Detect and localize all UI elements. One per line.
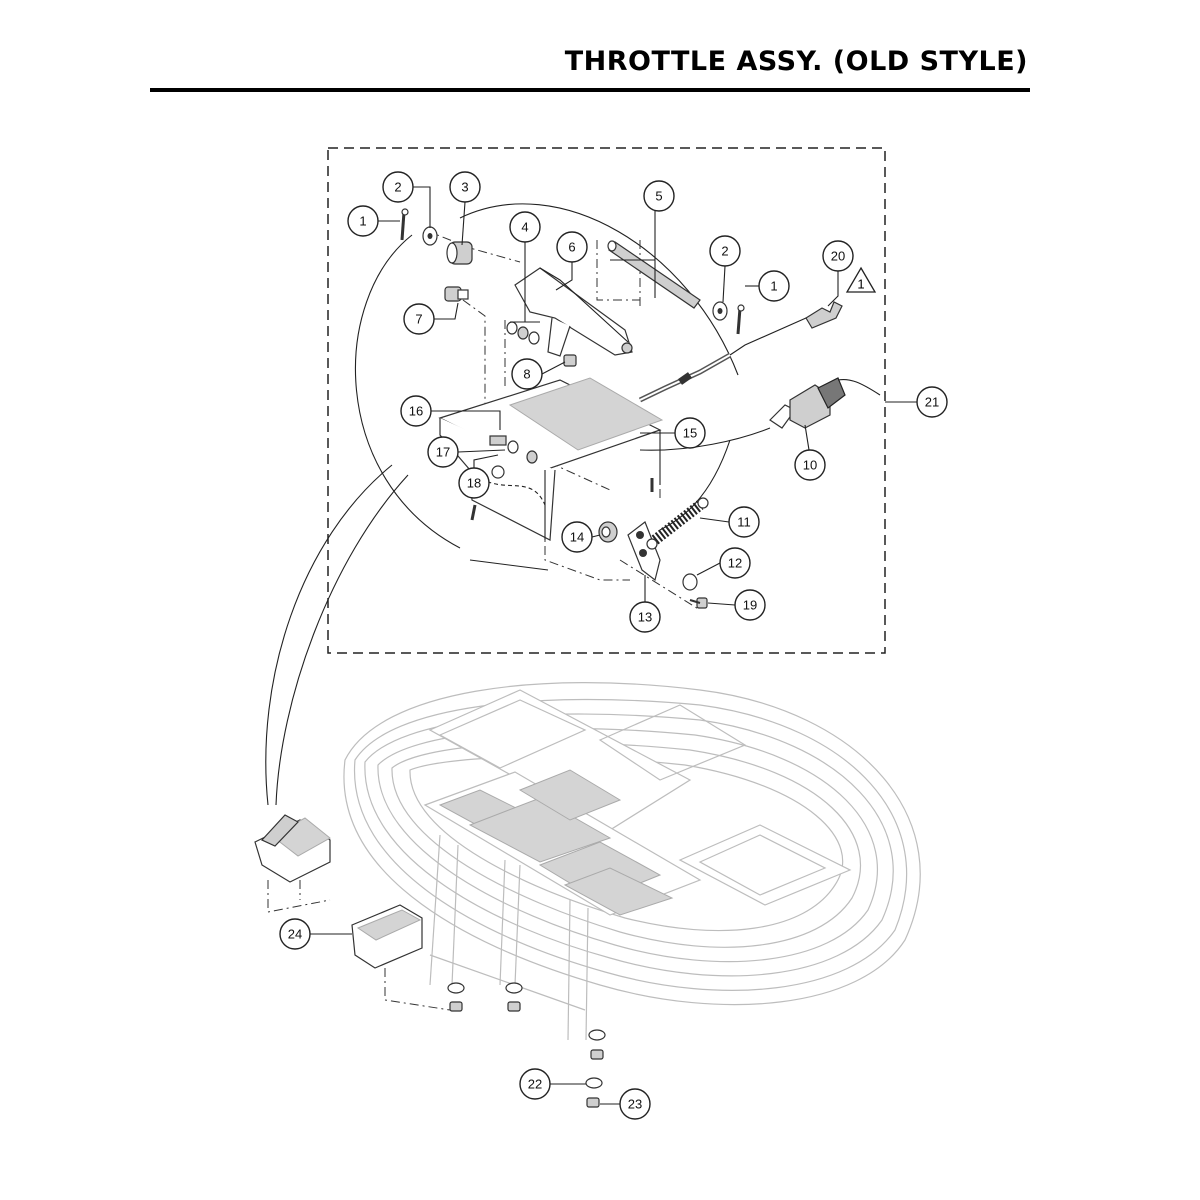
align-24 xyxy=(384,968,451,1011)
callout-21-label: 21 xyxy=(925,395,939,410)
callout-23: 23 xyxy=(619,1088,651,1120)
callout-15: 15 xyxy=(674,417,706,449)
throttle-cable-part-20 xyxy=(638,301,843,403)
bracket-part-13 xyxy=(627,521,661,582)
align-line-14 xyxy=(544,470,630,581)
callout-3: 3 xyxy=(449,171,481,203)
detail-swoop-outer xyxy=(265,464,393,806)
callout-4: 4 xyxy=(509,211,541,243)
detail-swoop-inner xyxy=(275,474,409,806)
retaining-ring-part-12 xyxy=(682,573,698,591)
callout-16: 16 xyxy=(400,395,432,427)
callout-1b-label: 1 xyxy=(770,279,777,294)
align-line-19 xyxy=(619,559,701,611)
callout-17-label: 17 xyxy=(436,445,450,460)
callout-3-label: 3 xyxy=(461,180,468,195)
washer-hole-b xyxy=(717,308,723,314)
cotter-pin-part-1b xyxy=(736,304,745,335)
callout-22: 22 xyxy=(519,1068,551,1100)
callout-18: 18 xyxy=(458,467,490,499)
chassis-frame xyxy=(343,682,921,1041)
callout-13-label: 13 xyxy=(638,610,652,625)
callout-19: 19 xyxy=(734,589,766,621)
page-title: THROTTLE ASSY. (OLD STYLE) xyxy=(564,46,1028,77)
detail-arc-bottom xyxy=(469,559,549,571)
callout-20-label: 20 xyxy=(831,249,845,264)
washer-hole xyxy=(427,233,433,239)
callout-2-label: 2 xyxy=(394,180,401,195)
bolt-washer-part-17-18 xyxy=(489,435,538,464)
detail-frame xyxy=(327,147,886,654)
pedal-assembly-location xyxy=(254,814,331,883)
pedal-arm-part-6 xyxy=(514,267,633,357)
align-pedal-1 xyxy=(267,880,331,913)
callout-2b: 2 xyxy=(709,235,741,267)
callout-1: 1 xyxy=(347,205,379,237)
callout-4-label: 4 xyxy=(521,220,528,235)
align-line-top xyxy=(424,229,521,263)
align-line-rod xyxy=(596,240,640,301)
callout-10-label: 10 xyxy=(803,458,817,473)
bushing-part-3 xyxy=(446,241,473,265)
screw-part-19 xyxy=(689,597,708,609)
shoulder-bolt-part-7 xyxy=(444,286,469,302)
callout-12-label: 12 xyxy=(728,556,742,571)
pedal-box-part-15 xyxy=(438,377,664,541)
callout-10: 10 xyxy=(794,449,826,481)
callout-19-label: 19 xyxy=(743,598,757,613)
callout-11-label: 11 xyxy=(737,515,751,530)
callout-2: 2 xyxy=(382,171,414,203)
detail-arc-connector xyxy=(639,427,771,451)
callout-15-label: 15 xyxy=(683,426,697,441)
callout-24-label: 24 xyxy=(288,927,302,942)
title-rule xyxy=(150,88,1030,92)
callout-5-label: 5 xyxy=(655,189,662,204)
step-pedal-part-24 xyxy=(351,904,423,969)
cotter-pin-part-1 xyxy=(400,208,409,241)
callout-13: 13 xyxy=(629,601,661,633)
rod-part-5 xyxy=(607,240,701,309)
callout-14: 14 xyxy=(561,521,593,553)
callout-22-label: 22 xyxy=(528,1077,542,1092)
detail-arc-top xyxy=(459,203,739,376)
callout-6: 6 xyxy=(556,231,588,263)
callout-12: 12 xyxy=(719,547,751,579)
nut-part-8 xyxy=(563,354,577,367)
warning-label: 1 xyxy=(857,277,864,292)
throttle-sensor-part-10 xyxy=(769,377,881,429)
callout-24: 24 xyxy=(279,918,311,950)
spring-part-11 xyxy=(646,497,709,550)
detail-arc-left xyxy=(354,234,461,549)
callout-16-label: 16 xyxy=(409,404,423,419)
callout-21: 21 xyxy=(916,386,948,418)
bushing-part-14 xyxy=(598,521,618,543)
callout-1b: 1 xyxy=(758,270,790,302)
align-line-7 xyxy=(462,299,486,420)
callout-14-label: 14 xyxy=(570,530,584,545)
callout-8-label: 8 xyxy=(523,367,530,382)
callout-20: 20 xyxy=(822,240,854,272)
callout-7: 7 xyxy=(403,303,435,335)
callout-7-label: 7 xyxy=(415,312,422,327)
washers-part-4 xyxy=(506,321,540,345)
warning-triangle-icon: 1 xyxy=(845,266,877,293)
callout-18-label: 18 xyxy=(467,476,481,491)
callout-6-label: 6 xyxy=(568,240,575,255)
callout-8: 8 xyxy=(511,358,543,390)
callout-leaders xyxy=(310,186,917,1105)
callout-17: 17 xyxy=(427,436,459,468)
hardware-22-23 xyxy=(447,982,606,1108)
detail-arc-right xyxy=(659,439,731,531)
callout-5: 5 xyxy=(643,180,675,212)
callout-1-label: 1 xyxy=(359,214,366,229)
callout-23-label: 23 xyxy=(628,1097,642,1112)
callout-11: 11 xyxy=(728,506,760,538)
callout-2b-label: 2 xyxy=(721,244,728,259)
